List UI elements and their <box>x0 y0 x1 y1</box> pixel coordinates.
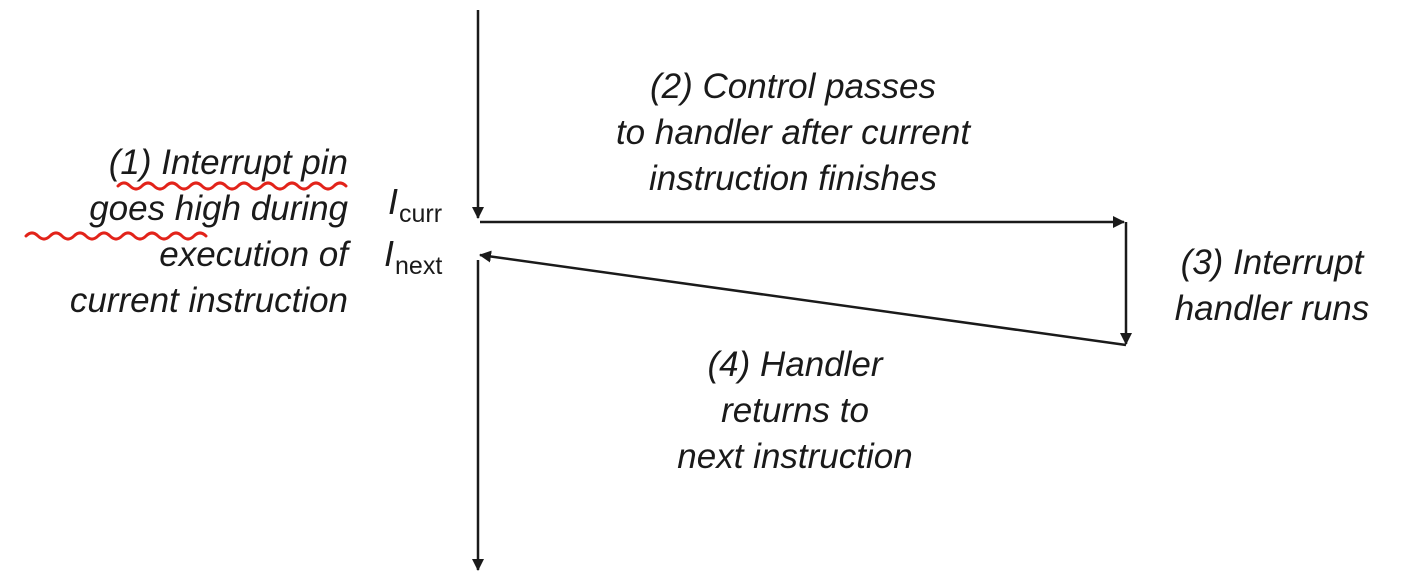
instruction-curr-label: Icurr <box>388 181 443 229</box>
step4-line-1: (4) Handler <box>707 345 883 384</box>
step3-line-1: (3) Interrupt <box>1180 243 1364 282</box>
step2-line-1: (2) Control passes <box>650 67 936 106</box>
step4-label: (4) Handler returns to next instruction <box>640 342 950 480</box>
step4-line-3: next instruction <box>677 437 913 476</box>
step1-line-1: (1) Interrupt pin <box>108 143 348 182</box>
red-squiggle-underline-1 <box>116 181 348 191</box>
instruction-next-subscript: next <box>395 252 443 280</box>
handler-return-arrow <box>479 250 1127 347</box>
instruction-next-symbol: I <box>384 233 395 274</box>
step1-line-3: execution of <box>159 235 348 274</box>
red-squiggle-underline-2 <box>24 231 208 241</box>
step2-label: (2) Control passes to handler after curr… <box>548 64 1038 202</box>
step1-line-4: current instruction <box>69 281 348 320</box>
step3-label: (3) Interrupt handler runs <box>1150 240 1394 332</box>
step1-line-2: goes high during <box>89 189 348 228</box>
instruction-next-label: Inext <box>384 233 443 281</box>
step3-line-2: handler runs <box>1174 289 1370 328</box>
step2-line-2: to handler after current <box>615 113 971 152</box>
step2-line-3: instruction finishes <box>649 159 937 198</box>
instruction-curr-subscript: curr <box>399 200 443 228</box>
step4-line-2: returns to <box>721 391 869 430</box>
step1-label: (1) Interrupt pin goes high during execu… <box>70 140 348 324</box>
instruction-curr-symbol: I <box>388 181 399 222</box>
